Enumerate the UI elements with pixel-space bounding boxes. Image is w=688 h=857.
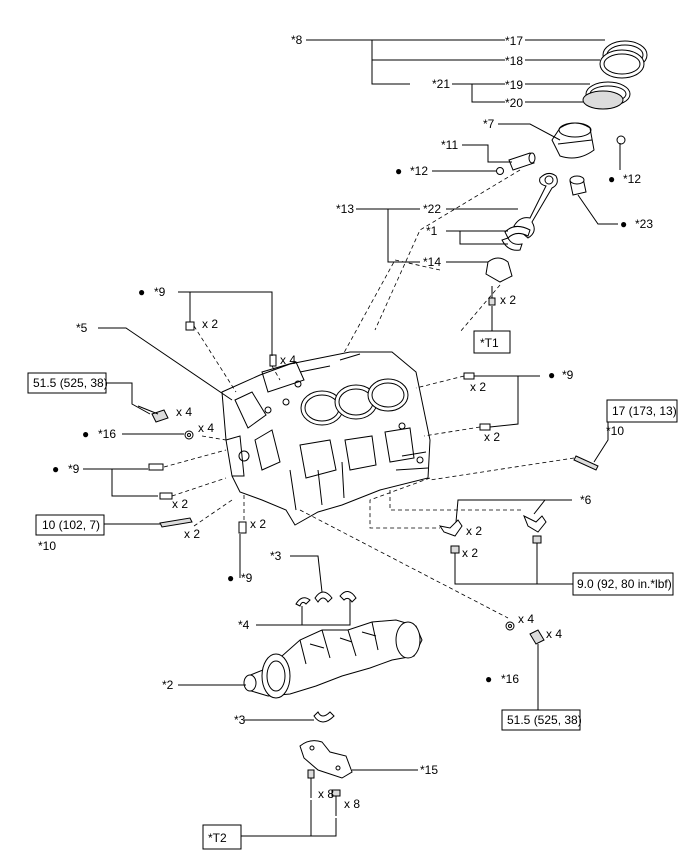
label-19: *19 bbox=[505, 78, 523, 92]
dot-12a: ● bbox=[395, 164, 402, 178]
tool-box-T2 bbox=[202, 824, 242, 850]
tool-T2: *T2 bbox=[208, 831, 227, 845]
torque-3: 17 (173, 13) bbox=[612, 404, 677, 418]
rod-cap bbox=[485, 257, 513, 283]
dot-12b: ● bbox=[608, 172, 615, 186]
snap-ring-left bbox=[496, 167, 504, 175]
torque-box-5 bbox=[501, 709, 581, 731]
labels: *8 *17 *18 *21 *19 *20 *7 *11 ● *12 ● *1… bbox=[38, 33, 653, 811]
dot-9a: ● bbox=[138, 285, 145, 299]
label-3b: *3 bbox=[234, 713, 246, 727]
label-6: *6 bbox=[580, 493, 592, 507]
piston-ring-group bbox=[485, 40, 648, 306]
qty-jet-bolt: x 2 bbox=[462, 546, 478, 560]
snap-ring-right bbox=[616, 135, 626, 145]
torque-1: 51.5 (525, 38) bbox=[33, 376, 108, 390]
leaders-bottom bbox=[178, 555, 418, 837]
dot-9d: ● bbox=[227, 571, 234, 585]
label-4: *4 bbox=[238, 618, 250, 632]
label-21: *21 bbox=[432, 77, 450, 91]
dot-16b: ● bbox=[485, 672, 492, 686]
ring-20 bbox=[582, 90, 624, 110]
tool-box-T1 bbox=[473, 330, 511, 354]
label-13: *13 bbox=[336, 202, 354, 216]
block-side-parts bbox=[137, 321, 599, 554]
dot-16a: ● bbox=[82, 427, 89, 441]
label-11: *11 bbox=[441, 138, 458, 152]
piston-pin bbox=[508, 152, 535, 171]
label-3a: *3 bbox=[270, 549, 282, 563]
torque-and-tool-boxes: *T1 51.5 (525, 38) 10 (102, 7) 17 (173, … bbox=[27, 330, 678, 850]
label-10a: *10 bbox=[38, 539, 56, 553]
label-16b: *16 bbox=[501, 672, 519, 686]
label-7: *7 bbox=[483, 117, 495, 131]
torque-5: 51.5 (525, 38) bbox=[507, 713, 582, 727]
label-5: *5 bbox=[76, 321, 88, 335]
label-16a: *16 bbox=[98, 427, 116, 441]
torque-box-3 bbox=[606, 399, 678, 423]
rod-bolt bbox=[488, 297, 496, 306]
qty-rod-bolt: x 2 bbox=[500, 293, 516, 307]
torque-box-2 bbox=[35, 514, 105, 536]
label-2: *2 bbox=[162, 678, 174, 692]
label-17: *17 bbox=[505, 34, 523, 48]
rod-bearing-upper bbox=[504, 226, 531, 239]
qty-jet: x 2 bbox=[466, 524, 482, 538]
leaders-middle bbox=[83, 291, 609, 619]
qty-dowel-c: x 2 bbox=[470, 380, 486, 394]
qty-bolt-right: x 4 bbox=[546, 627, 562, 641]
label-9b: *9 bbox=[562, 368, 574, 382]
label-9c: *9 bbox=[68, 462, 80, 476]
label-1: *1 bbox=[426, 224, 438, 238]
label-18: *18 bbox=[505, 54, 523, 68]
rod-bearing-lower bbox=[501, 237, 523, 251]
label-12b: *12 bbox=[623, 172, 641, 186]
qty-stud-left: x 2 bbox=[184, 527, 200, 541]
qty-dowel-a: x 2 bbox=[202, 317, 218, 331]
label-9a: *9 bbox=[154, 285, 166, 299]
label-20: *20 bbox=[505, 96, 523, 110]
label-22: *22 bbox=[423, 202, 441, 216]
label-23: *23 bbox=[635, 217, 653, 231]
torque-box-4 bbox=[572, 572, 674, 596]
label-9d: *9 bbox=[241, 571, 253, 585]
label-12a: *12 bbox=[410, 164, 428, 178]
dot-9c: ● bbox=[52, 462, 59, 476]
piston bbox=[551, 122, 595, 159]
label-15: *15 bbox=[420, 763, 438, 777]
torque-4: 9.0 (92, 80 in.*lbf) bbox=[577, 577, 672, 591]
tool-T1: *T1 bbox=[480, 336, 499, 350]
qty-cap-bolt-a: x 8 bbox=[318, 787, 334, 801]
label-10b: *10 bbox=[606, 424, 624, 438]
qty-washer-right: x 4 bbox=[518, 612, 534, 626]
torque-2: 10 (102, 7) bbox=[42, 518, 100, 532]
connecting-rod bbox=[513, 172, 558, 239]
qty-bolt-left: x 4 bbox=[176, 405, 192, 419]
label-14: *14 bbox=[423, 255, 441, 269]
label-8: *8 bbox=[291, 33, 303, 47]
leaders-top bbox=[306, 39, 621, 361]
crankshaft-group bbox=[243, 591, 545, 816]
torque-box-1 bbox=[27, 372, 107, 394]
dot-9b: ● bbox=[548, 368, 555, 382]
qty-dowel-d: x 2 bbox=[484, 430, 500, 444]
qty-dowel-e: x 2 bbox=[172, 497, 188, 511]
qty-dowel-f: x 2 bbox=[250, 517, 266, 531]
qty-cap-bolt-b: x 8 bbox=[344, 797, 360, 811]
qty-washer-left: x 4 bbox=[198, 421, 214, 435]
dot-23: ● bbox=[620, 217, 627, 231]
qty-dowel-b: x 4 bbox=[280, 353, 296, 367]
ring-18 bbox=[599, 49, 645, 79]
cylinder-block bbox=[221, 351, 431, 526]
